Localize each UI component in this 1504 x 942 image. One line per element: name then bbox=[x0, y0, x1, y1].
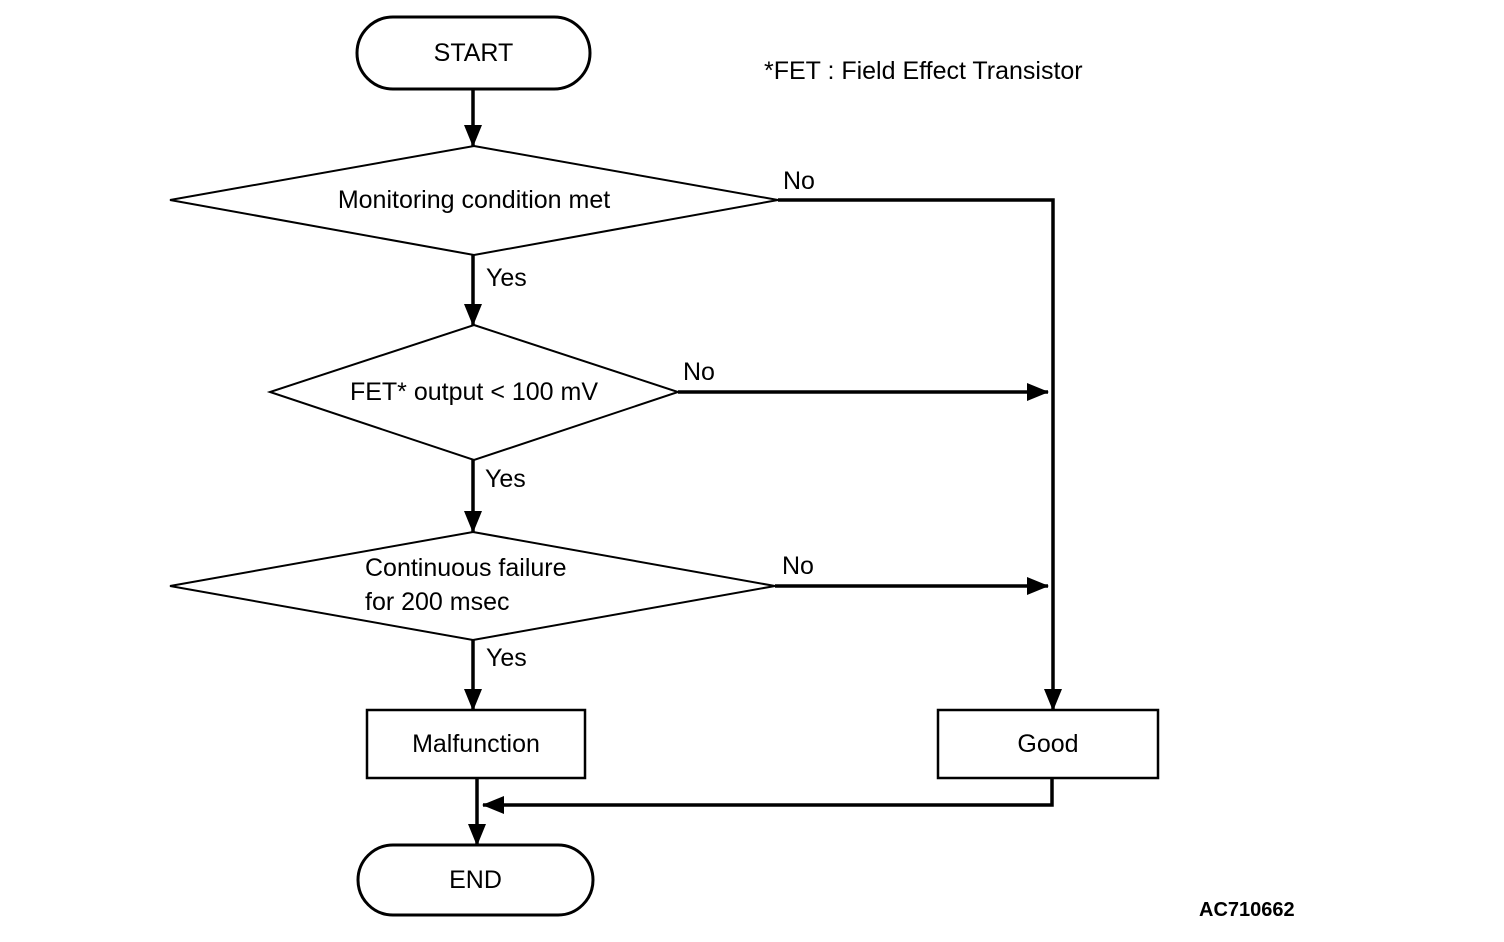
edge-label-continuous-no: No bbox=[782, 552, 814, 580]
end-label: END bbox=[449, 865, 502, 894]
monitoring-decision-label: Monitoring condition met bbox=[337, 186, 611, 214]
figure-code: AC710662 bbox=[1199, 899, 1295, 921]
fet-footnote: *FET : Field Effect Transistor bbox=[764, 57, 1083, 85]
malfunction-label: Malfunction bbox=[412, 729, 540, 758]
fet-output-decision-shape bbox=[266, 323, 682, 462]
edge-label-monitoring-no: No bbox=[783, 167, 815, 195]
edge-monitoring-no-to-good bbox=[778, 198, 1062, 711]
edge-label-fet-no: No bbox=[683, 358, 715, 386]
good-process-shape bbox=[936, 708, 1160, 780]
edge-label-fet-yes: Yes bbox=[485, 465, 526, 493]
edge-label-monitoring-yes: Yes bbox=[486, 264, 527, 292]
continuous-failure-decision-label: Continuous failure for 200 msec bbox=[365, 551, 567, 619]
edge-label-continuous-yes: Yes bbox=[486, 644, 527, 672]
continuous-failure-label-line1: Continuous failure bbox=[365, 554, 567, 582]
end-terminator-shape bbox=[356, 843, 595, 917]
good-label: Good bbox=[1017, 729, 1079, 758]
edge-good-to-end-join bbox=[482, 778, 1054, 814]
continuous-failure-decision-shape bbox=[169, 530, 776, 642]
start-terminator-shape bbox=[355, 15, 592, 91]
fet-output-decision-label: FET* output < 100 mV bbox=[349, 378, 599, 406]
continuous-failure-label-line2: for 200 msec bbox=[365, 588, 510, 616]
monitoring-decision-shape bbox=[169, 144, 779, 257]
start-label: START bbox=[433, 38, 514, 67]
malfunction-process-shape bbox=[365, 708, 587, 780]
